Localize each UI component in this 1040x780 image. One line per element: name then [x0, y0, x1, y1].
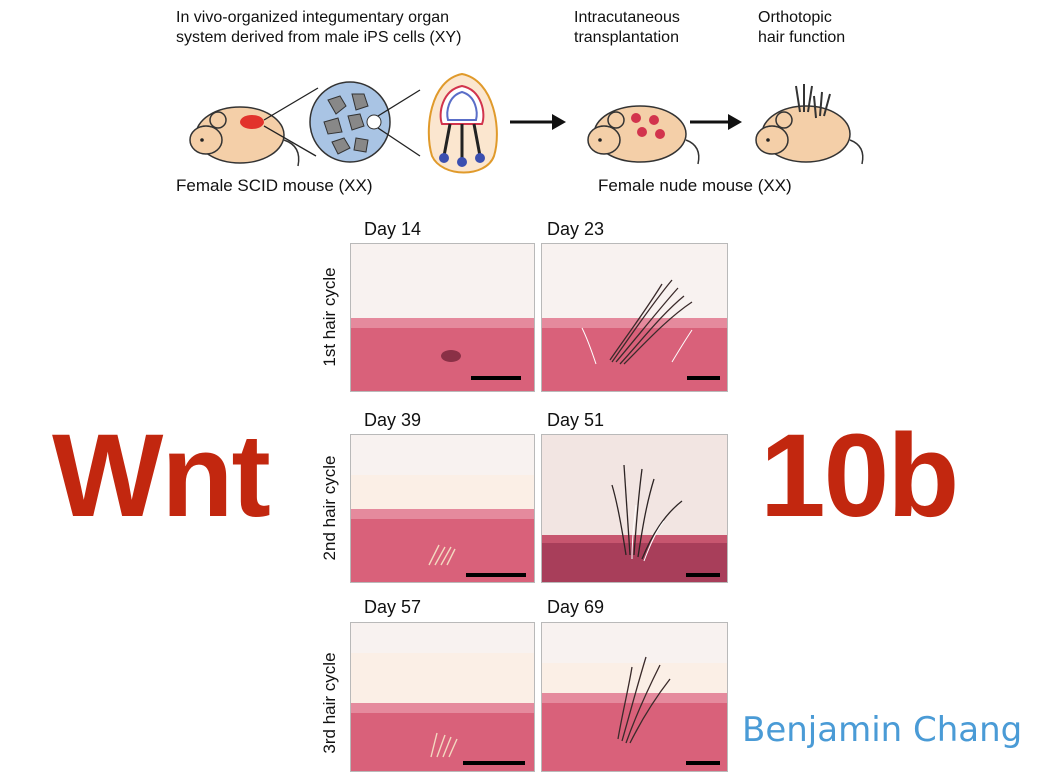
skin-photo [541, 622, 728, 772]
skin-photo [350, 243, 535, 392]
skin-photo [350, 622, 535, 772]
schematic-illustration [189, 72, 864, 174]
cycle-label: 3rd hair cycle [320, 652, 339, 754]
arrow-right-icon [690, 114, 742, 130]
donor-mouse-icon [189, 106, 300, 167]
author-credit: Benjamin Chang [742, 710, 1023, 750]
organ-description: In vivo-organized integumentary organ sy… [176, 9, 462, 46]
arrow-right-icon [510, 114, 566, 130]
skin-photo [541, 434, 728, 583]
recipient-mouse-icon [587, 105, 700, 165]
skin-photo [350, 434, 535, 583]
day-label: Day 14 [364, 219, 422, 239]
zoom-line-icon [263, 125, 317, 157]
hair-follicle-icon [427, 72, 498, 174]
zoom-line-icon [377, 127, 421, 157]
skin-photo [541, 243, 728, 392]
cycle-label: 1st hair cycle [320, 267, 339, 367]
donor-caption: Female SCID mouse (XX) [176, 176, 373, 195]
zoom-line-icon [263, 87, 319, 121]
overlay-left-word: Wnt [52, 410, 271, 542]
transplant-description: Intracutaneous transplantation [574, 9, 680, 46]
cycle-label: 2nd hair cycle [320, 455, 339, 561]
day-label: Day 51 [547, 410, 605, 430]
organ-cluster-icon [309, 81, 391, 163]
function-description: Orthotopic hair function [758, 9, 846, 46]
recipient-caption: Female nude mouse (XX) [598, 176, 792, 195]
zoom-line-icon [377, 89, 421, 117]
day-label: Day 57 [364, 597, 422, 617]
day-label: Day 69 [547, 597, 605, 617]
hairy-mouse-icon [755, 84, 864, 165]
day-label: Day 23 [547, 219, 605, 239]
day-label: Day 39 [364, 410, 422, 430]
overlay-right-word: 10b [760, 410, 959, 542]
